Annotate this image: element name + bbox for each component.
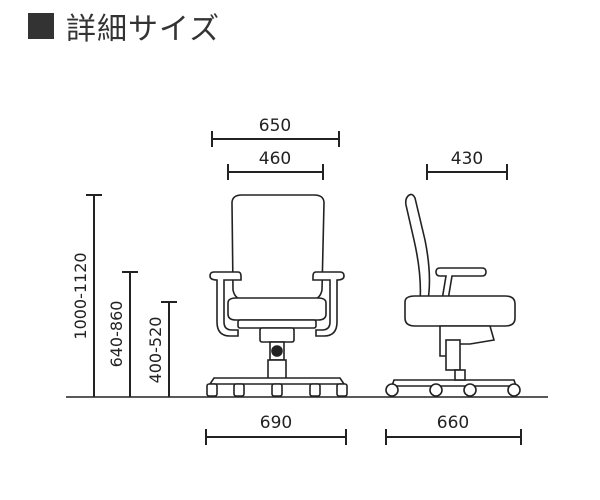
page-title: 詳細サイズ [28,6,221,47]
side-seat-depth-dimension [426,164,508,180]
side-base-depth-dimension [385,429,522,445]
armrest-height-label: 640-860 [107,301,126,368]
front-base-width-label: 690 [260,413,292,433]
overall-height-label: 1000-1120 [71,252,90,339]
seat-height-label: 400-520 [146,317,165,384]
side-base-depth-label: 660 [437,413,469,433]
black-square-icon [28,13,54,39]
chair-side-view [385,193,521,397]
front-overall-width-label: 650 [259,116,291,136]
armrest-height-dimension [122,271,138,397]
seat-width-label: 460 [259,149,291,169]
seat-height-dimension [161,301,177,397]
front-base-width-dimension [205,429,347,445]
page-title-text: 詳細サイズ [66,12,221,47]
overall-height-dimension [86,194,102,397]
seat-width-dimension [227,164,324,180]
chair-front-view [206,194,348,397]
front-overall-width-dimension [211,131,340,147]
side-seat-depth-label: 430 [451,149,483,169]
